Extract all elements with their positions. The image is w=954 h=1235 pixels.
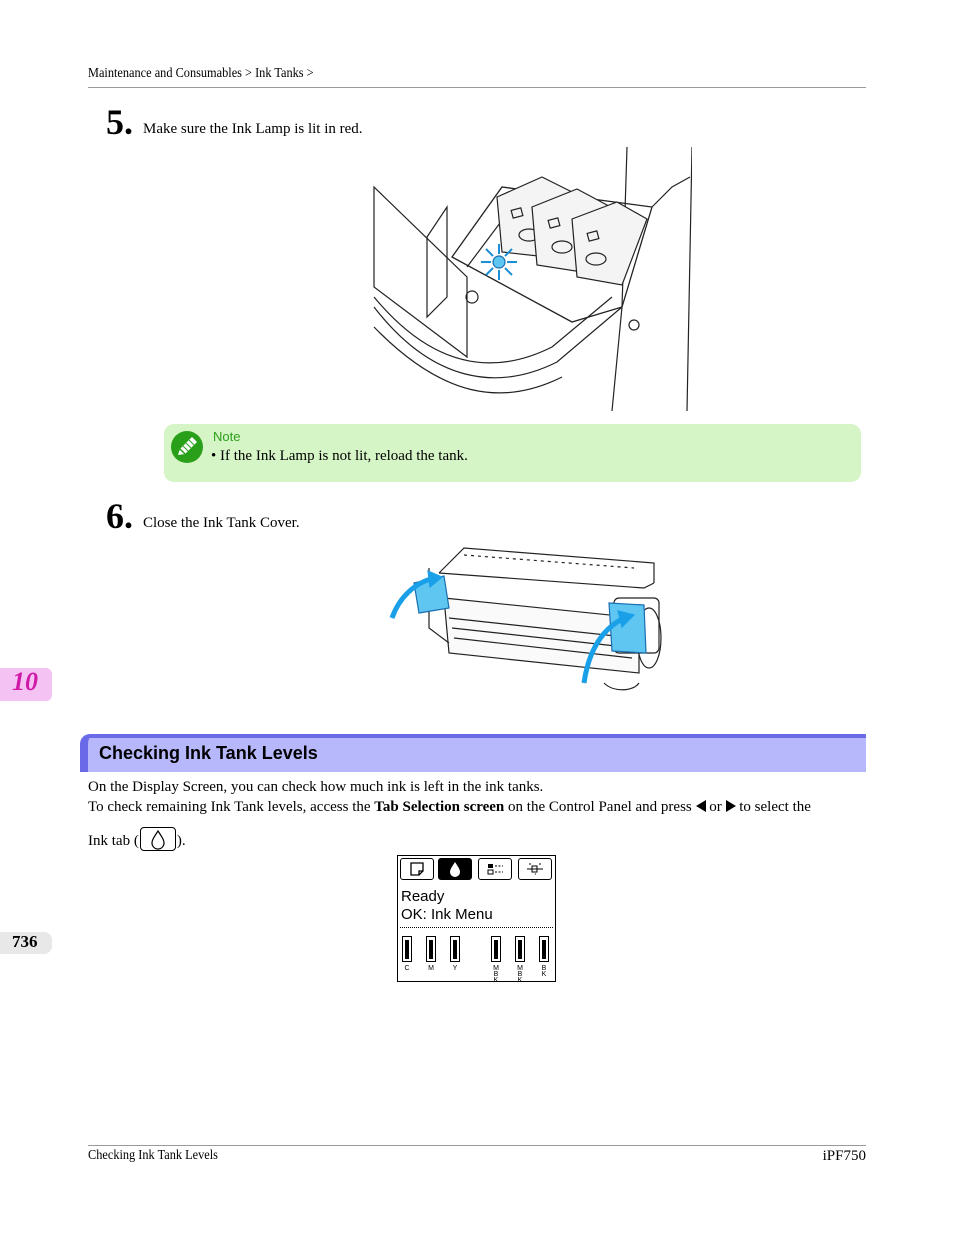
left-arrow-key-icon bbox=[695, 800, 706, 812]
lcd-status-line-2: OK: Ink Menu bbox=[401, 906, 493, 923]
body-line-2: To check remaining Ink Tank levels, acce… bbox=[88, 799, 811, 816]
body-line-2-or: or bbox=[705, 799, 726, 815]
ink-label-m: M bbox=[428, 965, 434, 972]
lcd-tab-ink bbox=[438, 858, 472, 880]
body-line-2-pre: To check remaining Ink Tank levels, acce… bbox=[88, 799, 375, 815]
footer-model: iPF750 bbox=[822, 1148, 866, 1164]
body-line-2-mid: on the Control Panel and press bbox=[504, 799, 696, 815]
chapter-number: 10 bbox=[12, 667, 38, 696]
note-bullet-text: If the Ink Lamp is not lit, reload the t… bbox=[220, 448, 468, 464]
ink-level-bar-y bbox=[450, 936, 460, 962]
ink-level-bar-bk bbox=[539, 936, 549, 962]
page-tab bbox=[0, 932, 52, 954]
body-line-2-post: to select the bbox=[735, 799, 811, 815]
footer-rule bbox=[88, 1145, 866, 1146]
section-title: Checking Ink Tank Levels bbox=[99, 743, 318, 763]
lcd-divider bbox=[400, 927, 553, 928]
ink-level-bar-mbk bbox=[491, 936, 501, 962]
ink-label-c: C bbox=[404, 965, 410, 972]
lcd-status-line-1: Ready bbox=[401, 888, 445, 905]
ink-level-bar-m bbox=[426, 936, 436, 962]
ink-lamp-illustration bbox=[372, 147, 692, 411]
ink-tab-icon bbox=[139, 827, 176, 851]
body-line-3-pre: Ink tab ( bbox=[88, 833, 139, 849]
footer-section-title: Checking Ink Tank Levels bbox=[88, 1148, 218, 1163]
body-line-3-post: ). bbox=[176, 833, 186, 849]
body-line-3: Ink tab (). bbox=[88, 827, 186, 851]
note-text: • If the Ink Lamp is not lit, reload the… bbox=[211, 448, 468, 465]
ink-label-y: Y bbox=[452, 965, 458, 972]
ink-level-bar-mbk bbox=[515, 936, 525, 962]
body-line-1: On the Display Screen, you can check how… bbox=[88, 779, 544, 795]
note-bullet: • bbox=[211, 448, 217, 464]
header-rule bbox=[88, 87, 866, 88]
chapter-tab bbox=[0, 668, 52, 701]
lcd-tab-job bbox=[478, 858, 512, 880]
section-header-bar bbox=[80, 734, 866, 772]
lcd-tab-settings bbox=[518, 858, 552, 880]
step-5-number: 5. bbox=[106, 102, 133, 142]
printer-cover-illustration bbox=[384, 543, 678, 692]
step-5-text: Make sure the Ink Lamp is lit in red. bbox=[143, 121, 363, 137]
breadcrumb: Maintenance and Consumables > Ink Tanks … bbox=[88, 66, 314, 81]
pencil-note-icon bbox=[170, 430, 204, 464]
note-box bbox=[164, 424, 861, 482]
note-label: Note bbox=[213, 429, 241, 444]
lcd-tab-paper bbox=[400, 858, 434, 880]
step-6-text: Close the Ink Tank Cover. bbox=[143, 515, 300, 531]
step-6-number: 6. bbox=[106, 496, 133, 536]
right-arrow-key-icon bbox=[725, 800, 736, 812]
page-number: 736 bbox=[12, 932, 38, 951]
tab-selection-screen-term: Tab Selection screen bbox=[374, 799, 505, 815]
ink-level-bar-c bbox=[402, 936, 412, 962]
